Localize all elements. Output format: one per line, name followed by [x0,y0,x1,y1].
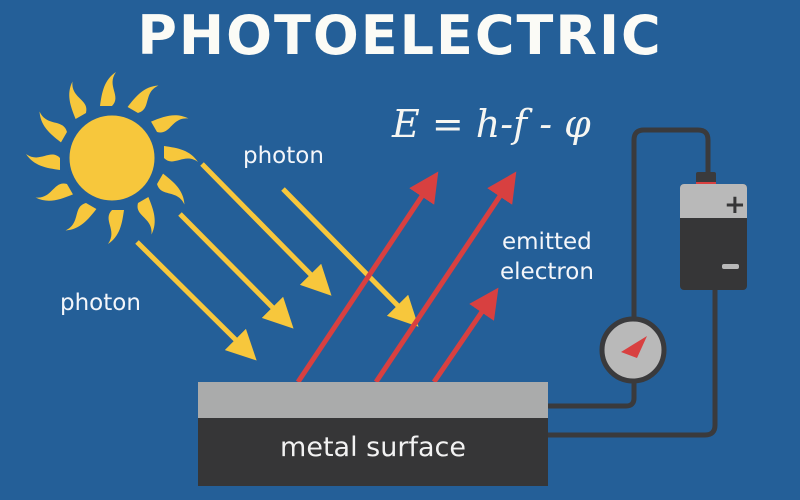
electron-arrow [295,171,439,384]
emitted-electron-label-line2: electron [500,259,594,285]
emitted-electron-label-line1: emitted [502,229,592,255]
photon-arrow [200,162,332,296]
electron-arrow [373,171,517,384]
photon-label-top: photon [243,143,324,169]
page-title: PHOTOELECTRIC [137,4,663,67]
electron-arrow [431,287,499,384]
photon-arrows [135,162,419,361]
metal-surface-body [198,418,548,486]
metal-surface-top [198,382,548,418]
photoelectric-formula: E = h-f - φ [392,102,591,146]
metal-surface-label: metal surface [280,432,466,463]
battery-icon [680,172,747,290]
battery-negative-sign [722,264,739,269]
photon-arrow [135,240,257,361]
circuit-wires [548,127,718,438]
photon-label-left: photon [60,290,141,316]
photon-arrow [281,187,419,327]
photon-arrow [178,212,294,329]
ammeter-icon [599,316,667,384]
sun-icon [26,72,198,244]
electron-arrows [295,171,517,384]
battery-positive-sign: + [724,190,746,220]
